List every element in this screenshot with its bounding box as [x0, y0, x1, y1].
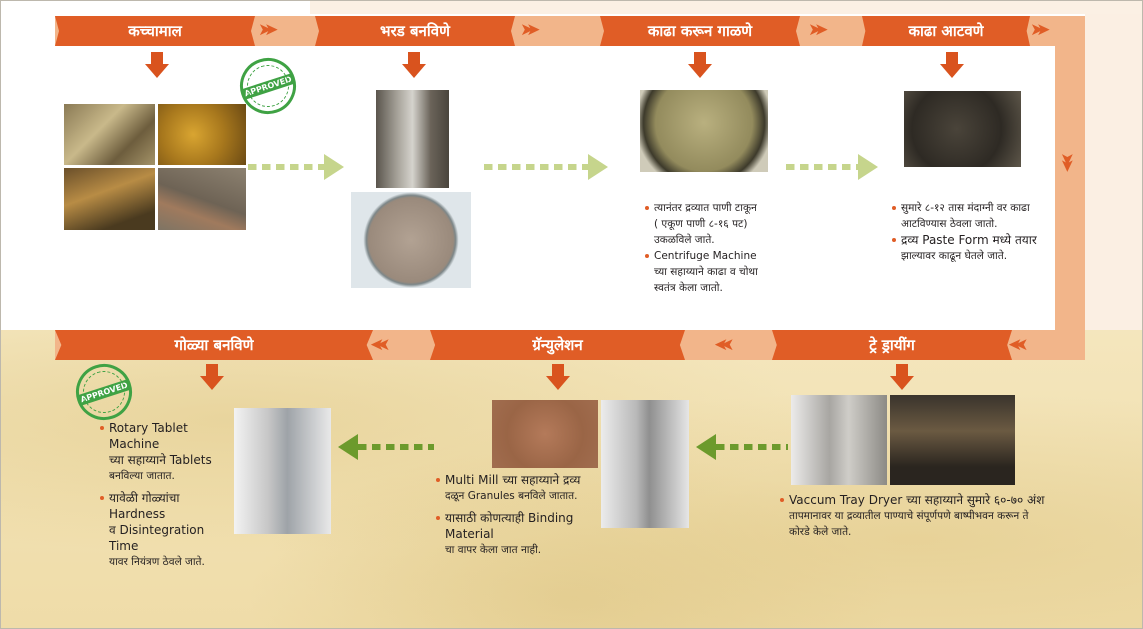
granules-photo: [492, 400, 598, 468]
rotary-tablet-machine-photo: [234, 408, 331, 534]
stage-decoction-filter-banner: काढा करून गाळणे: [600, 16, 800, 46]
stage-tray-drying-banner: ट्रे ड्रायींग: [772, 330, 1012, 360]
note-line: स्वतंत्र केला जातो.: [654, 282, 723, 294]
note-line: Multi Mill च्या सहाय्याने द्रव्य: [436, 472, 606, 488]
coarse-powder-dish-photo: [351, 192, 471, 288]
vacuum-tray-dryer-photo: [791, 395, 887, 485]
dotted-arrow-right-icon: [786, 154, 878, 180]
dotted-arrow-right-icon: [248, 154, 344, 180]
note-line: यासाठी कोणत्याही Binding Material: [436, 510, 606, 542]
dotted-line: [248, 164, 324, 170]
dotted-line: [358, 444, 434, 450]
stage-title: भरड बनविणे: [380, 22, 450, 40]
note-line: सुमारे ८-१२ तास मंदाग्नी वर काढा: [892, 200, 1057, 216]
down-arrow-icon: [688, 52, 712, 78]
note-line: तापमानावर या द्रव्यातील पाण्याचे संपूर्ण…: [789, 510, 1029, 522]
arrow-head: [858, 154, 878, 180]
drying-notes: Vaccum Tray Dryer च्या सहाय्याने सुमारे …: [780, 492, 1070, 540]
note-line: च्या सहाय्याने Tablets: [109, 453, 212, 467]
tablet-notes: Rotary Tablet Machine च्या सहाय्याने Tab…: [100, 420, 235, 570]
dotted-arrow-left-icon: [696, 434, 788, 460]
note-line: द्रव्य Paste Form मध्ये तयार: [892, 232, 1057, 248]
concentrate-notes: सुमारे ८-१२ तास मंदाग्नी वर काढा आटविण्य…: [892, 200, 1057, 264]
granulation-notes: Multi Mill च्या सहाय्याने द्रव्य दळून Gr…: [436, 472, 606, 558]
note-line: आटविण्यास ठेवला जातो.: [901, 218, 998, 230]
dotted-line: [484, 164, 588, 170]
down-arrow-icon: [546, 364, 570, 390]
stage-title: काढा आटवणे: [908, 22, 984, 40]
raw-herb-photo: [64, 104, 155, 165]
stage-title: काढा करून गाळणे: [647, 22, 753, 40]
arrow-head: [324, 154, 344, 180]
note-line: च्या सहाय्याने काढा व चोथा: [654, 266, 758, 278]
stage-title: कच्चामाल: [128, 22, 182, 40]
dotted-line: [716, 444, 788, 450]
down-arrow-icon: [890, 364, 914, 390]
arrow-head: [588, 154, 608, 180]
stage-raw-material-banner: कच्चामाल: [55, 16, 255, 46]
stage-title: गोळ्या बनविणे: [174, 336, 254, 354]
note-line: झाल्यावर काढून घेतले जाते.: [901, 250, 1008, 262]
grinding-room-photo: [376, 90, 449, 188]
dotted-arrow-left-icon: [338, 434, 434, 460]
raw-herb-photo: [158, 168, 246, 230]
note-line: यावर नियंत्रण ठेवले जाते.: [109, 556, 205, 568]
note-line: उकळविले जाते.: [654, 234, 715, 246]
stage-granulation-banner: ग्रॅन्युलेशन: [430, 330, 685, 360]
down-arrow-icon: [200, 364, 224, 390]
note-line: बनविल्या जातात.: [109, 470, 175, 482]
stage-tablet-making-banner: गोळ्या बनविणे: [55, 330, 373, 360]
note-line: कोरडे केले जाते.: [789, 526, 852, 538]
note-line: ( एकूण पाणी ८-१६ पट): [654, 218, 748, 230]
note-line: दळून Granules बनविले जातात.: [445, 490, 578, 502]
arrow-head: [696, 434, 716, 460]
raw-herb-photo: [158, 104, 246, 165]
note-line: Centrifuge Machine: [645, 248, 795, 264]
drying-tray-photo: [890, 395, 1015, 485]
decoction-sieve-photo: [640, 90, 768, 172]
stage-coarse-powder-banner: भरड बनविणे: [315, 16, 515, 46]
stage-title: ग्रॅन्युलेशन: [532, 336, 583, 354]
down-arrow-icon: [145, 52, 169, 78]
dotted-arrow-right-icon: [484, 154, 608, 180]
raw-herb-photo: [64, 168, 155, 230]
dotted-line: [786, 164, 858, 170]
multi-mill-photo: [601, 400, 689, 528]
note-line: चा वापर केला जात नाही.: [445, 544, 542, 556]
right-process-rail: [1055, 16, 1085, 360]
down-arrow-icon: [940, 52, 964, 78]
stage-title: ट्रे ड्रायींग: [869, 336, 915, 354]
note-line: व Disintegration Time: [109, 523, 205, 553]
stage-decoction-reduce-banner: काढा आटवणे: [862, 16, 1030, 46]
note-line: यावेळी गोळ्यांचा Hardness: [100, 490, 235, 522]
arrow-head: [338, 434, 358, 460]
note-line: त्यानंतर द्रव्यात पाणी टाकून: [645, 200, 795, 216]
down-arrow-icon: [402, 52, 426, 78]
top-band: [310, 0, 1143, 14]
decoction-notes: त्यानंतर द्रव्यात पाणी टाकून ( एकूण पाणी…: [645, 200, 795, 296]
note-line: Vaccum Tray Dryer च्या सहाय्याने सुमारे …: [780, 492, 1070, 508]
note-line: Rotary Tablet Machine: [100, 420, 235, 452]
right-band: [1085, 14, 1143, 330]
paste-photo: [904, 91, 1021, 167]
